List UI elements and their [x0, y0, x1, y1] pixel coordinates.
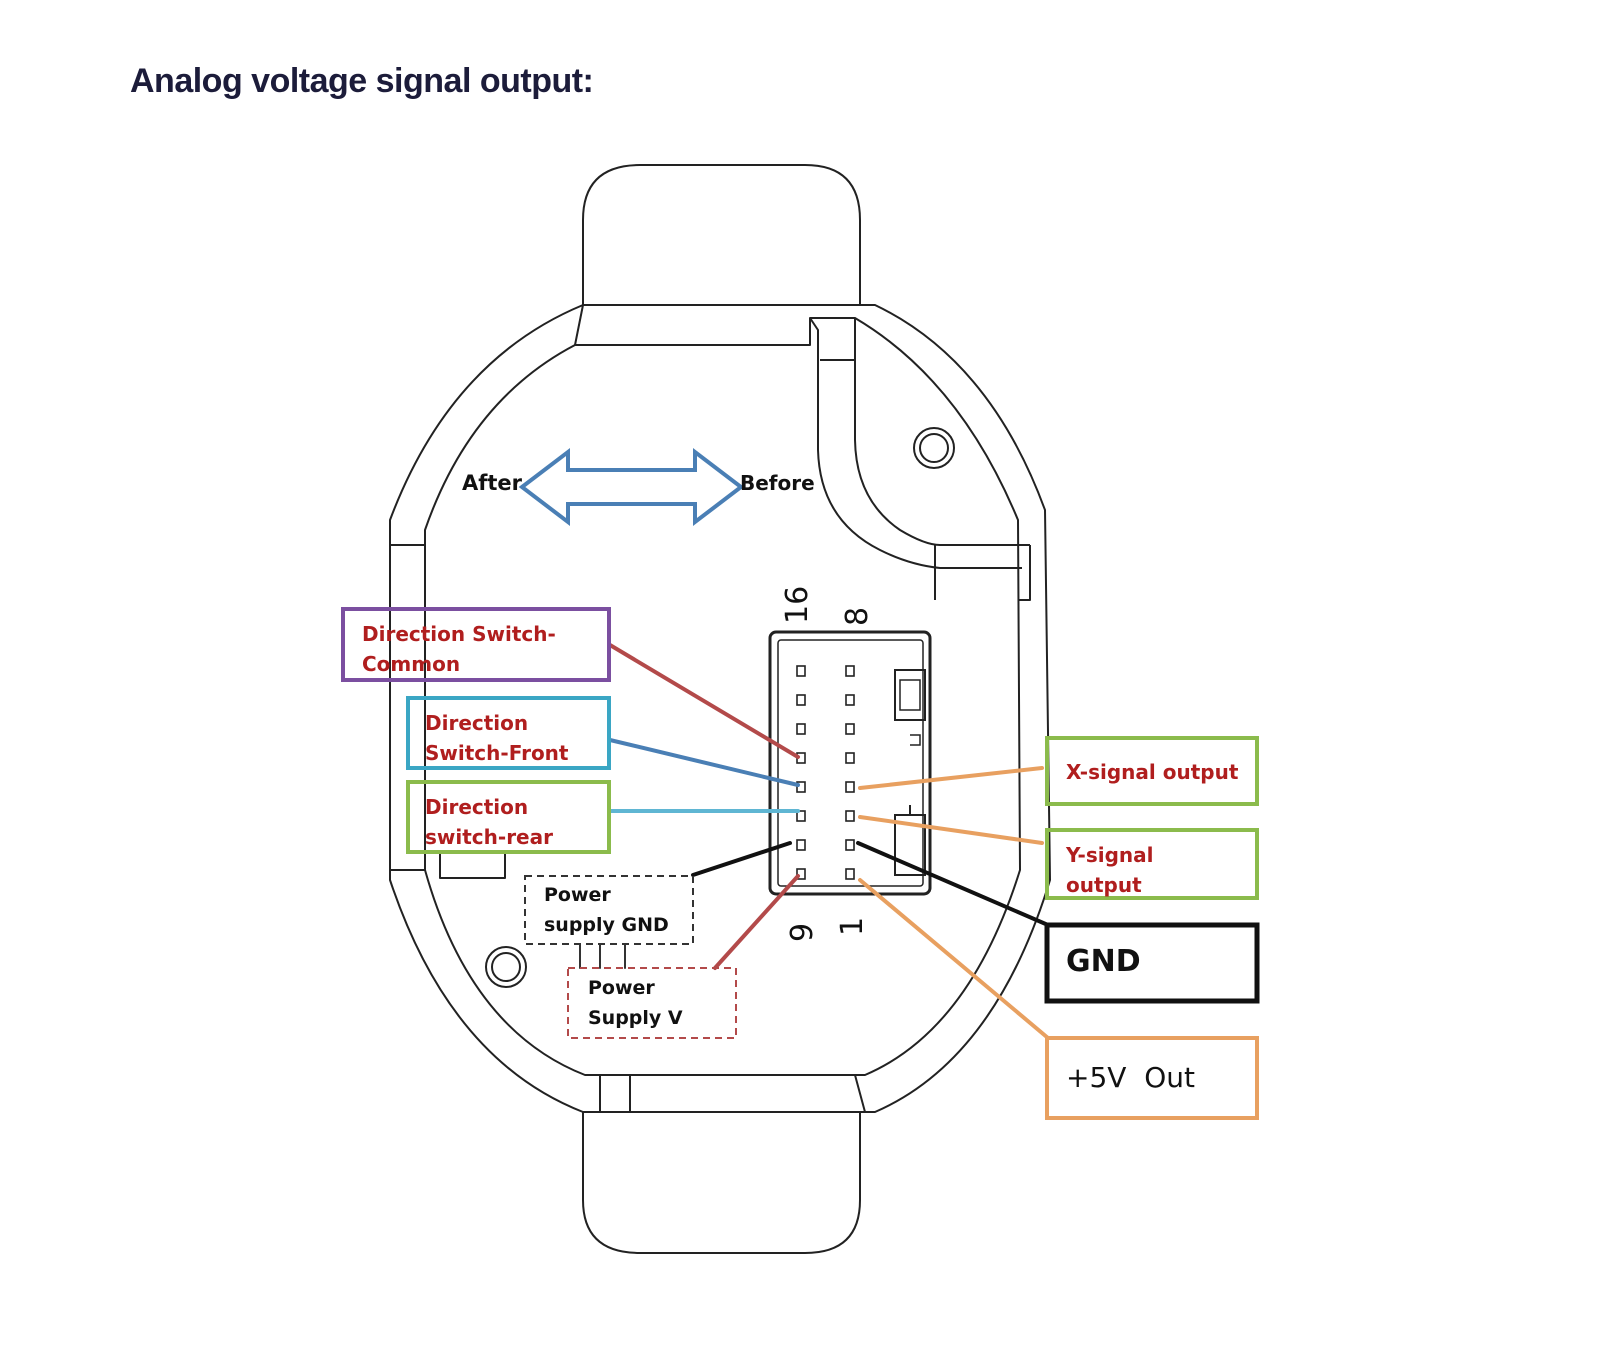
connector-pin — [845, 868, 855, 880]
box-gnd — [1044, 922, 1260, 1004]
connector-pin — [796, 665, 806, 677]
label-y-signal: Y-signal output — [1066, 843, 1154, 897]
connector-pin — [796, 810, 806, 822]
label-power-supply-gnd: Power supply GND — [544, 884, 669, 936]
label-direction-front: Direction Switch-Front — [425, 711, 569, 765]
connector-pin — [845, 665, 855, 677]
box-supply-gnd — [524, 875, 694, 945]
pin-label-1: 1 — [835, 916, 870, 936]
connector-pin-grid — [796, 665, 855, 880]
box-rear — [406, 780, 611, 854]
box-supply-v — [567, 967, 737, 1039]
wire-supply-v — [713, 874, 800, 970]
label-x-signal: X-signal output — [1066, 760, 1239, 784]
wire-x — [858, 766, 1044, 790]
box-x — [1045, 736, 1259, 806]
bottom-strap — [582, 1112, 861, 1254]
pin-label-9: 9 — [785, 922, 820, 942]
connector-pin — [796, 868, 806, 880]
channel-groove — [809, 317, 1022, 569]
pin-label-16: 16 — [780, 585, 815, 624]
box-common — [341, 607, 611, 682]
housing-inner — [424, 317, 1021, 1076]
connector-pin — [845, 839, 855, 851]
connector-pin — [796, 694, 806, 706]
wire-5v — [858, 878, 1050, 1040]
connector — [768, 630, 932, 896]
connector-pin — [845, 781, 855, 793]
connector-pin — [845, 723, 855, 735]
connector-pin — [845, 694, 855, 706]
label-gnd: GND — [1066, 944, 1141, 979]
connector-pin — [796, 781, 806, 793]
housing-outer — [389, 304, 1051, 1113]
wire-common — [608, 643, 800, 759]
wire-gnd — [856, 841, 1050, 927]
top-strap — [582, 164, 861, 305]
connector-pin — [845, 752, 855, 764]
connector-pin — [796, 723, 806, 735]
box-front — [406, 696, 611, 770]
label-direction-rear: Direction switch-rear — [425, 795, 553, 849]
wire-y — [858, 815, 1044, 845]
connector-pin — [796, 839, 806, 851]
label-power-supply-v: Power Supply V — [588, 977, 683, 1029]
box-y — [1045, 828, 1259, 900]
wire-front — [608, 738, 800, 787]
after-label: After — [462, 471, 523, 495]
direction-arrow-icon — [518, 447, 745, 527]
wire-supply-gnd — [691, 841, 792, 877]
label-plus5v: +5V Out — [1066, 1061, 1195, 1094]
box-5v — [1045, 1036, 1259, 1120]
connector-pin — [845, 810, 855, 822]
label-direction-common: Direction Switch- Common — [362, 622, 556, 676]
before-label: Before — [740, 471, 815, 495]
screw-hole-bottom — [485, 946, 527, 988]
screw-hole-top — [913, 427, 955, 469]
pin-label-8: 8 — [840, 606, 875, 626]
page-title: Analog voltage signal output: — [130, 62, 594, 100]
